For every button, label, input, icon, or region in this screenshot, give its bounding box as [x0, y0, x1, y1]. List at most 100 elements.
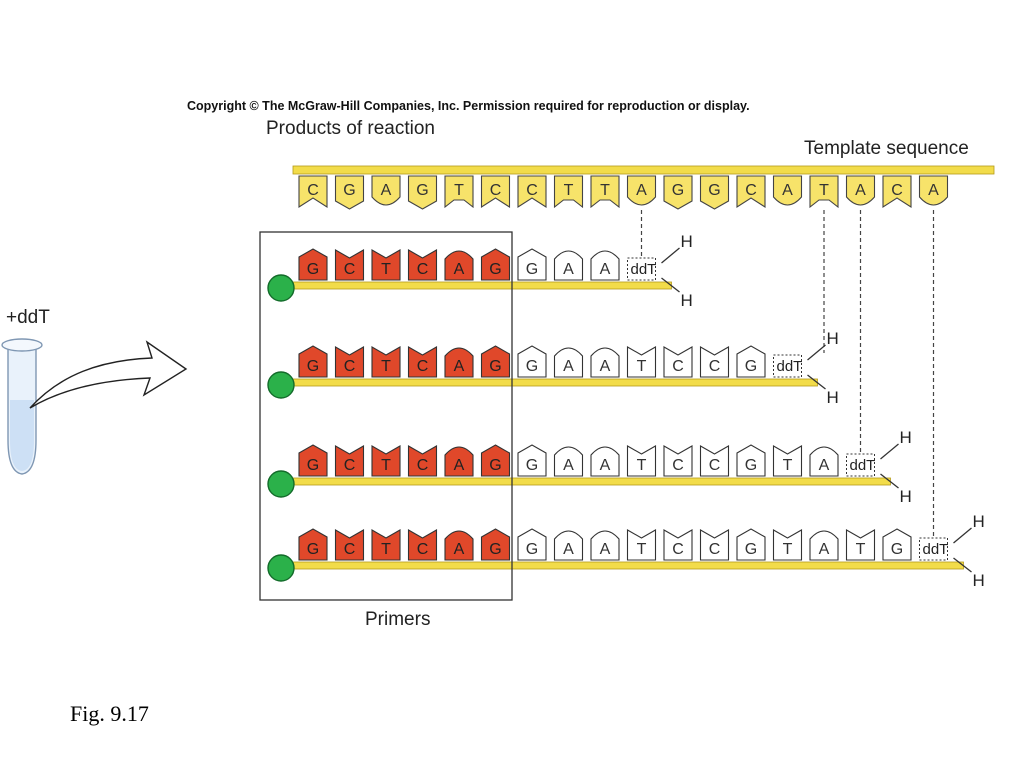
ddt-label: ddT — [631, 261, 657, 278]
base-letter: G — [489, 457, 501, 474]
template-base-shape — [882, 175, 912, 209]
base-letter: T — [381, 457, 391, 474]
base-shape — [553, 530, 584, 561]
extension-base: A — [590, 530, 620, 561]
template-base-shape — [480, 175, 511, 209]
extension-base: G — [882, 528, 912, 561]
base-letter: C — [417, 358, 429, 375]
base-shape — [699, 445, 730, 477]
extension-base: C — [699, 346, 730, 378]
extension-base: G — [517, 345, 547, 378]
primer-base: A — [444, 347, 474, 378]
base-letter: C — [672, 358, 684, 375]
template-base-letter: G — [672, 182, 684, 199]
base-shape — [334, 249, 365, 281]
template-base: G — [334, 175, 365, 210]
tube-label: +ddT — [6, 307, 50, 328]
base-shape — [517, 528, 547, 561]
base-letter: G — [307, 541, 319, 558]
base-letter: G — [526, 457, 538, 474]
primer-base: C — [407, 249, 438, 281]
primer-base: A — [444, 446, 474, 477]
base-letter: C — [344, 457, 356, 474]
base-letter: A — [563, 457, 574, 474]
base-letter: A — [454, 261, 465, 278]
extension-base: A — [553, 347, 584, 378]
template-base: A — [371, 175, 401, 206]
base-letter: A — [600, 358, 611, 375]
base-letter: C — [672, 541, 684, 558]
ddt-label: ddT — [777, 358, 803, 375]
base-letter: C — [344, 261, 356, 278]
template-base: T — [553, 175, 584, 209]
ddt-box — [846, 453, 875, 477]
primer-base: T — [371, 249, 401, 281]
template-base-letter: C — [307, 182, 319, 199]
hydrogen-label: H — [973, 512, 985, 531]
template-base: C — [298, 175, 328, 209]
template-base-letter: A — [636, 182, 647, 199]
base-shape — [444, 250, 474, 281]
extension-base: T — [772, 529, 803, 561]
base-letter: C — [672, 457, 684, 474]
hydrogen-label: H — [681, 232, 693, 251]
primer-base: G — [298, 345, 328, 378]
primer-base: C — [334, 529, 365, 561]
base-shape — [480, 444, 511, 477]
base-shape — [590, 446, 620, 477]
base-shape — [517, 248, 547, 281]
figure-caption: Fig. 9.17 — [70, 701, 149, 726]
template-base-shape — [663, 175, 693, 210]
extension-base: A — [809, 530, 839, 561]
base-shape — [480, 248, 511, 281]
extension-base: A — [590, 347, 620, 378]
hydrogen-label: H — [681, 291, 693, 310]
template-base-letter: C — [490, 182, 502, 199]
base-shape — [553, 347, 584, 378]
bead — [267, 371, 295, 399]
template-base-shape — [371, 175, 401, 206]
base-shape — [553, 250, 584, 281]
ddt-label: ddT — [850, 457, 876, 474]
template-base-shape — [845, 175, 876, 206]
product-backbone — [281, 281, 672, 290]
base-letter: A — [600, 541, 611, 558]
base-letter: A — [600, 261, 611, 278]
template-base-letter: A — [928, 182, 939, 199]
base-shape — [590, 530, 620, 561]
primers-label: Primers — [365, 609, 430, 630]
template-base-shape — [590, 175, 620, 209]
primers-box — [259, 231, 513, 601]
template-base-shape — [407, 175, 438, 210]
copyright-notice: Copyright © The McGraw-Hill Companies, I… — [187, 99, 750, 113]
base-shape — [626, 445, 657, 477]
ddt-box — [773, 354, 802, 378]
base-shape — [444, 446, 474, 477]
bead — [267, 554, 295, 582]
base-shape — [444, 347, 474, 378]
template-base-shape — [298, 175, 328, 209]
base-letter: C — [709, 358, 721, 375]
extension-base: G — [736, 345, 766, 378]
base-letter: G — [526, 541, 538, 558]
primer-base: C — [407, 346, 438, 378]
base-letter: C — [417, 541, 429, 558]
base-shape — [663, 529, 693, 561]
template-base: A — [772, 175, 803, 206]
base-shape — [517, 444, 547, 477]
extension-base: G — [736, 528, 766, 561]
bead — [267, 274, 295, 302]
template-base-shape — [517, 175, 547, 209]
extension-base: T — [626, 529, 657, 561]
bond-line — [880, 473, 899, 489]
base-letter: C — [417, 457, 429, 474]
template-backbone — [292, 165, 995, 175]
primer-base: G — [480, 248, 511, 281]
base-shape — [407, 529, 438, 561]
base-shape — [298, 248, 328, 281]
hydrogen-label: H — [827, 329, 839, 348]
